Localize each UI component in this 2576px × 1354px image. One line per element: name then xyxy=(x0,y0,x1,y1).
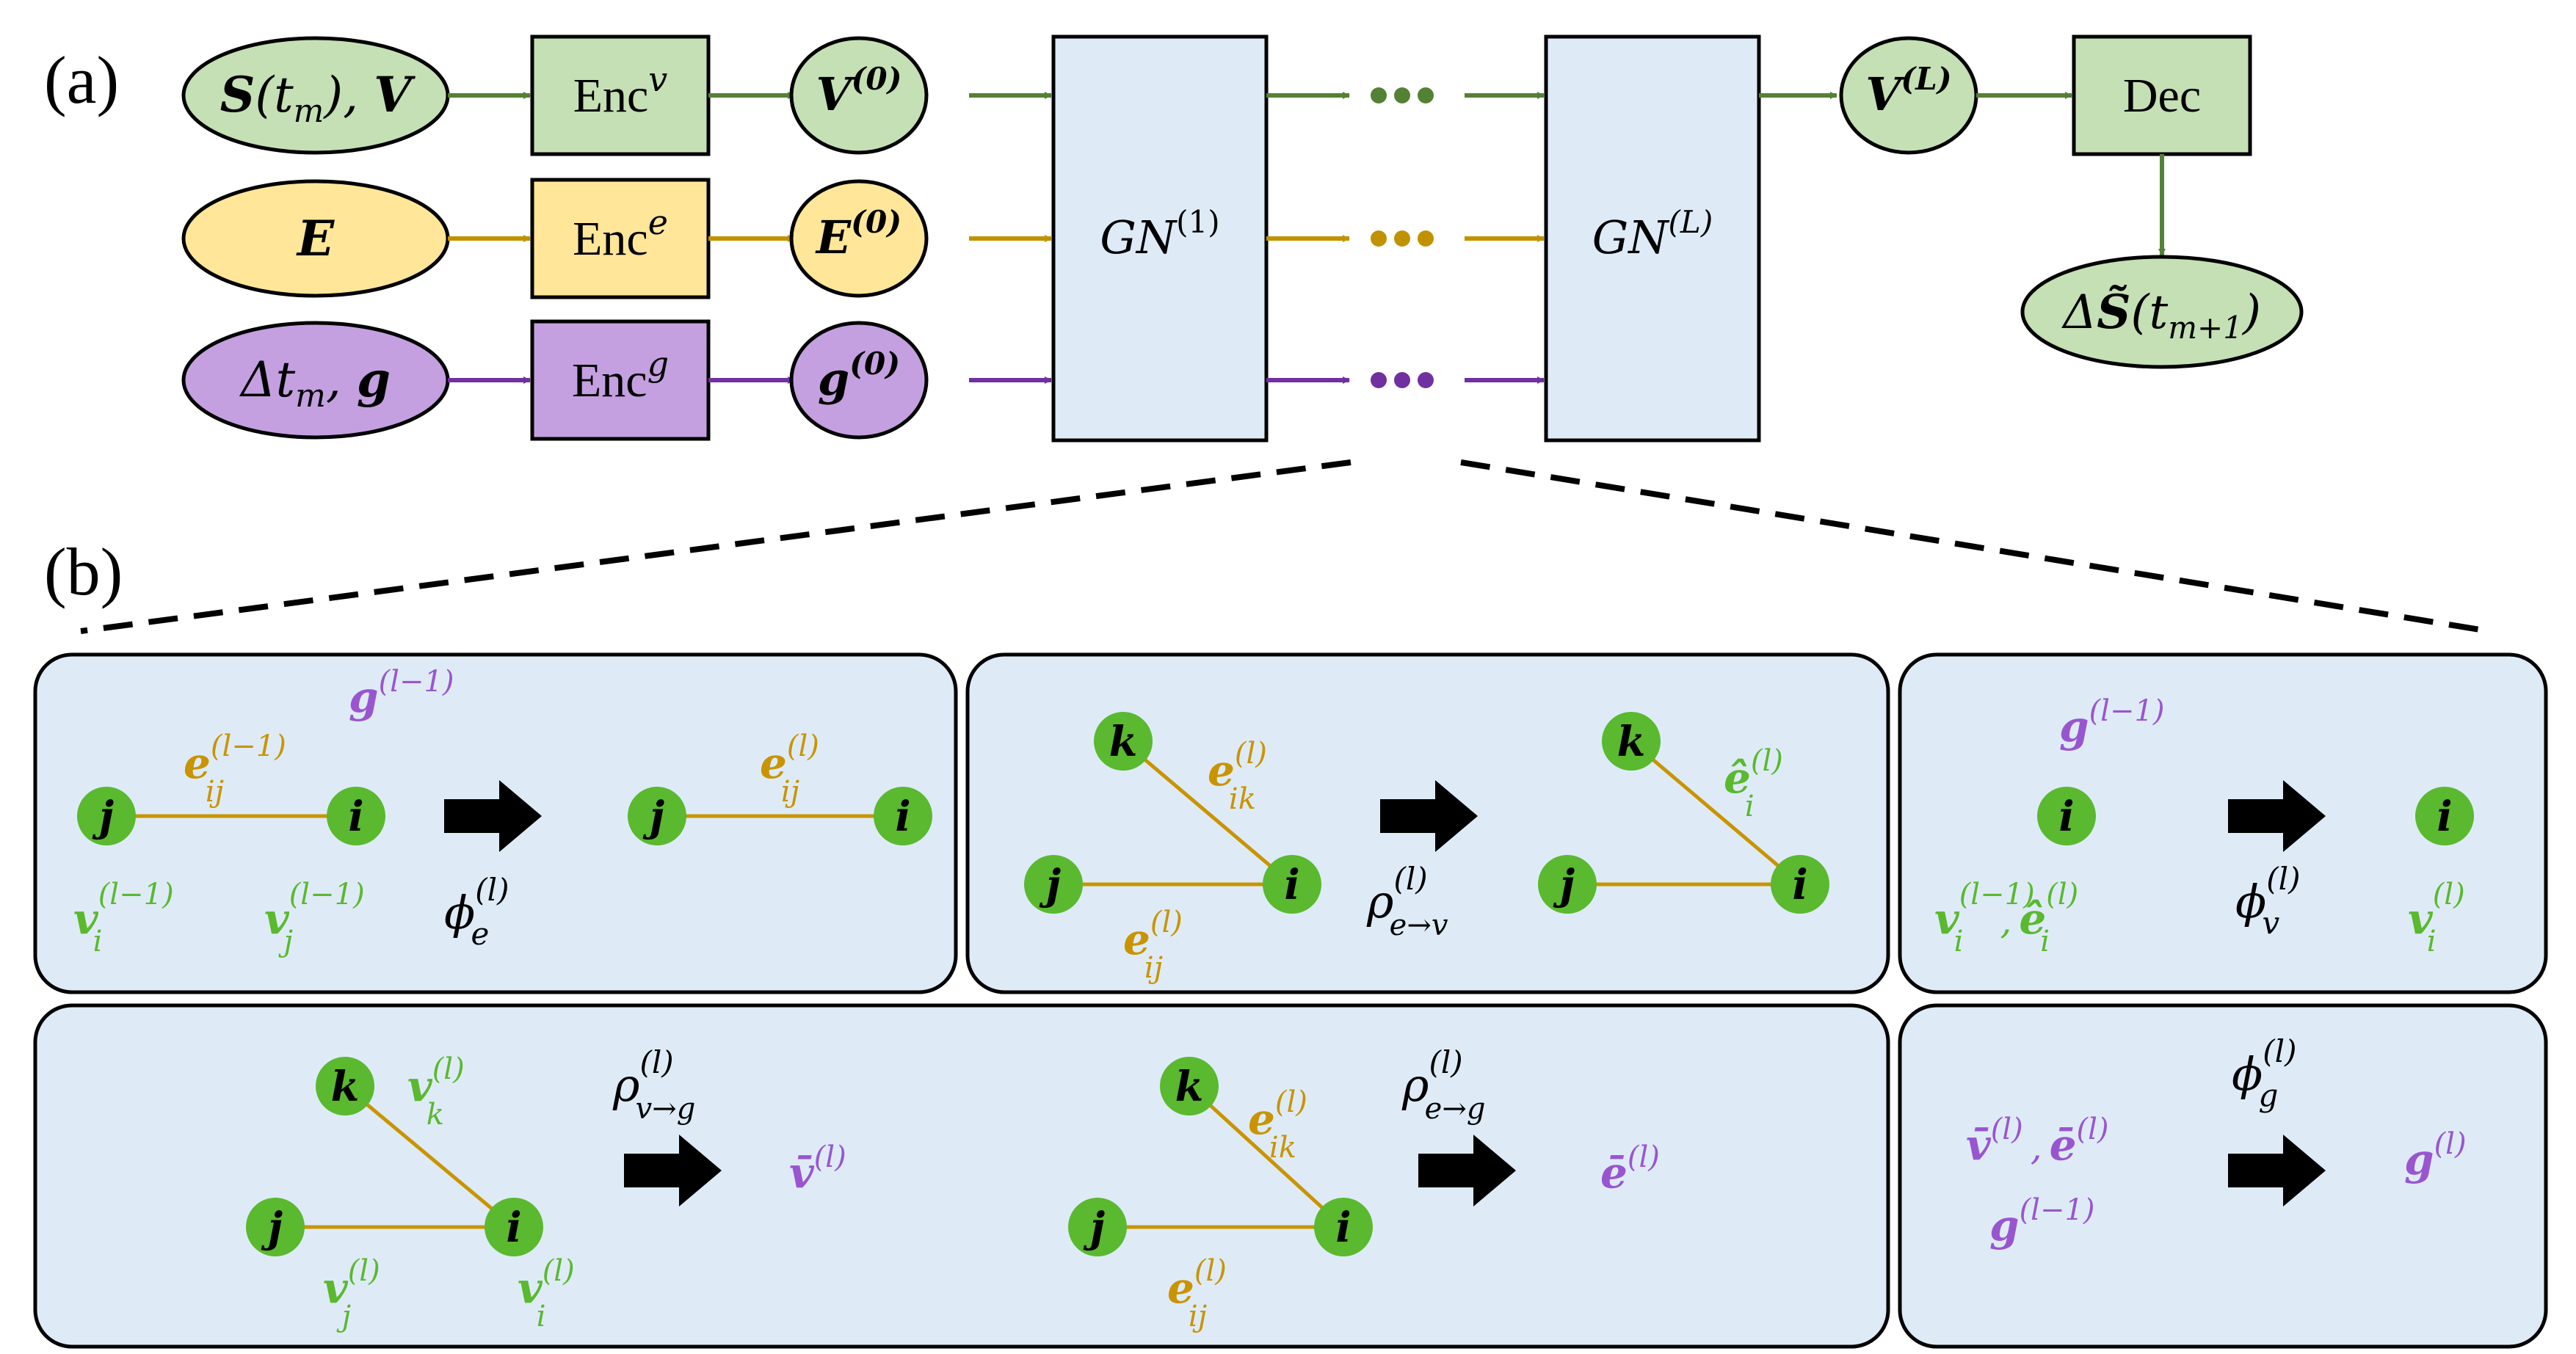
svg-text:i: i xyxy=(348,793,363,841)
svg-text:k: k xyxy=(331,1063,360,1111)
edge-latent-ellipse xyxy=(789,179,929,298)
global-latent-ellipse xyxy=(789,321,929,440)
node-input-label: S(tm), V xyxy=(220,66,416,130)
step-node-update: g(l−1) i v(l−1)i,ê(l)i ϕ(l)v i v(l)i xyxy=(1898,652,2548,994)
edge-input-label: E xyxy=(296,210,335,267)
ellipsis-edge-row xyxy=(1371,230,1434,247)
step-global-aggregation: k j i v(l)k v(l)j v(l)i ρ(l)v→g v̄(l) k … xyxy=(33,1003,1890,1349)
svg-text:i: i xyxy=(1792,861,1807,909)
panel-b-label: (b) xyxy=(44,534,123,609)
output-ellipse xyxy=(2020,255,2304,369)
panel-a-label: (a) xyxy=(44,43,119,117)
svg-text:k: k xyxy=(1109,718,1138,766)
node-encoder-label: Encv xyxy=(573,59,668,123)
node-j xyxy=(77,787,136,845)
global-encoder-box xyxy=(530,319,711,441)
svg-text:v̄(l),ē(l): v̄(l),ē(l) xyxy=(1966,1113,2109,1170)
zoom-line-left xyxy=(80,459,1352,634)
edge-encoder-box xyxy=(530,178,711,299)
step-global-update: v̄(l),ē(l) g(l−1) ϕ(l)g g(l) xyxy=(1898,1003,2548,1349)
node-latent-ellipse xyxy=(789,36,929,155)
ellipsis-global-row xyxy=(1371,372,1434,388)
svg-text:i: i xyxy=(1284,861,1299,909)
zoom-line-right xyxy=(1460,459,2489,634)
ellipsis-node-row xyxy=(1371,87,1434,103)
svg-text:i: i xyxy=(2437,793,2452,841)
edge-input-row: E Ence E(0) xyxy=(181,178,1052,299)
node-input-row: S(tm), V Encv V(0) xyxy=(181,34,1052,156)
svg-text:k: k xyxy=(1175,1063,1204,1111)
gn-last-block xyxy=(1544,34,1761,443)
svg-text:i: i xyxy=(506,1204,521,1252)
decoder-label: Dec xyxy=(2123,69,2201,123)
svg-text:k: k xyxy=(1617,718,1646,766)
step-edge-update: j i e(l−1)ij g(l−1) v(l−1)i v(l−1)j ϕ(l)… xyxy=(33,652,958,994)
svg-text:i: i xyxy=(2058,793,2074,841)
node-i xyxy=(327,787,385,845)
global-latent-label: g(0) xyxy=(818,346,900,406)
step-edge-to-node-aggregation: k j i e(l)ik e(l)ij ρ(l)e→v k j i ê(l)i xyxy=(965,652,1890,994)
svg-text:i: i xyxy=(895,793,910,841)
node-encoder-box xyxy=(530,34,711,156)
svg-text:i: i xyxy=(1335,1204,1351,1252)
global-input-row: Δtm, g Encg g(0) xyxy=(181,319,1052,441)
